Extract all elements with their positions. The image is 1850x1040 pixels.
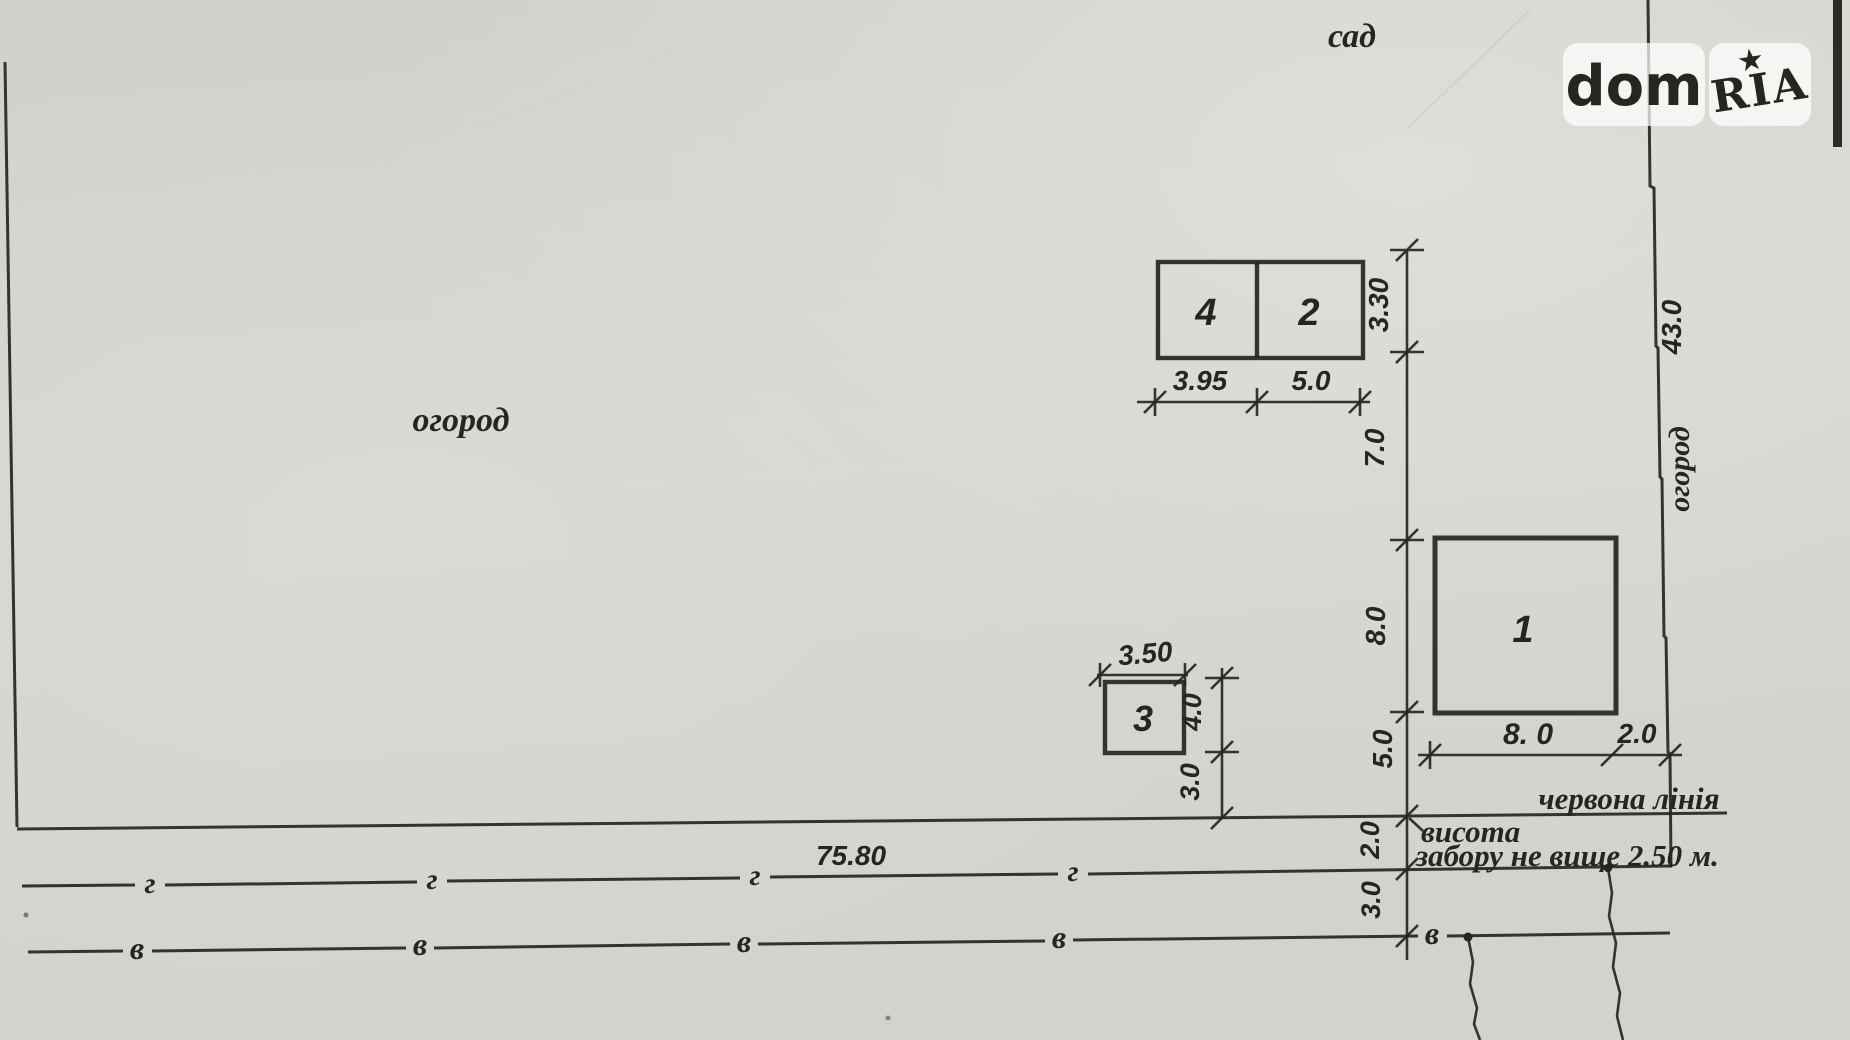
building-3-outline — [1102, 679, 1187, 756]
dim-tick — [1418, 741, 1442, 769]
dim-tick — [1390, 528, 1424, 552]
dim-tick — [1395, 924, 1419, 948]
gas-marker: г — [749, 859, 760, 892]
dom-logo: dom — [1566, 54, 1703, 119]
dim-tick — [1600, 743, 1624, 767]
service-node-dot — [1463, 932, 1473, 942]
dim-tick — [1088, 663, 1112, 687]
fence-note-line-1: висота — [1421, 814, 1520, 849]
dim-b1-to-red-line: 5.0 — [1367, 729, 1398, 768]
building-4-label: 4 — [1194, 292, 1216, 334]
building-3-label: 3 — [1133, 698, 1153, 739]
water-marker: в — [1052, 919, 1066, 955]
paper-speck — [23, 912, 29, 918]
building-1-label: 1 — [1512, 609, 1533, 651]
dim-tick — [1390, 340, 1424, 364]
paper-speck — [885, 1015, 891, 1021]
watermark-dom-box — [1563, 43, 1705, 126]
dim-gas-to-water: 3.0 — [1356, 881, 1386, 919]
gas-line — [21, 864, 1673, 888]
dim-tick — [1205, 740, 1239, 764]
dim-b1-depth: 8.0 — [1360, 606, 1391, 645]
dim-tick — [1390, 700, 1424, 724]
service-branch-line-left — [1466, 936, 1482, 1040]
dim-tick — [1245, 388, 1269, 416]
dim-tick — [1173, 663, 1197, 687]
water-line — [27, 931, 1671, 954]
dim-frontage: 75.80 — [816, 840, 886, 871]
area-label-garden-top: сад — [1328, 18, 1376, 55]
dim-tick — [1390, 238, 1424, 262]
scan-edge-bar — [1833, 0, 1842, 147]
red-line — [16, 811, 1728, 831]
water-marker: в — [413, 926, 427, 962]
left-boundary-line — [3, 61, 19, 828]
dim-tick — [1210, 806, 1234, 830]
building-1-outline — [1432, 535, 1619, 716]
dim-tick — [1348, 388, 1372, 416]
watermark: dom RIA ★ — [1563, 41, 1812, 126]
dimension-ticks — [1088, 238, 1682, 948]
fence-note-leader — [1408, 817, 1424, 832]
fence-note-line-2: забору не вище 2.50 м. — [1415, 838, 1719, 873]
dim-b1-width: 8. 0 — [1503, 718, 1553, 751]
dim-b3-width: 3.50 — [1117, 636, 1174, 672]
service-branch-line-right — [1606, 867, 1625, 1040]
dim-b4-width: 3.95 — [1173, 365, 1228, 396]
building-2-label: 2 — [1297, 292, 1319, 334]
dim-b3-depth: 4.0 — [1177, 693, 1207, 732]
dim-tick — [1205, 666, 1239, 690]
dim-b42-height: 3.30 — [1363, 277, 1394, 332]
building-4-2-outline — [1155, 259, 1366, 361]
right-boundary-length-label: 43.0 — [1656, 299, 1687, 355]
gas-marker: г — [1067, 855, 1078, 888]
ria-star-icon: ★ — [1734, 41, 1766, 80]
dim-b3-to-red-line: 3.0 — [1175, 763, 1205, 801]
dim-b2-width: 5.0 — [1292, 365, 1331, 396]
dim-tick — [1658, 743, 1682, 767]
paper-crease — [469, 41, 701, 131]
gas-marker: г — [144, 867, 155, 900]
dim-b42-to-b1: 7.0 — [1359, 428, 1390, 467]
water-marker: в — [130, 930, 144, 966]
water-marker: в — [737, 923, 751, 959]
dim-red-to-gas: 2.0 — [1355, 821, 1385, 860]
water-marker: в — [1425, 915, 1439, 951]
dim-b1-to-boundary: 2.0 — [1617, 718, 1657, 749]
watermark-ria-box — [1709, 43, 1811, 126]
dim-tick — [1395, 804, 1419, 828]
dim-tick — [1143, 388, 1167, 416]
area-label-garden-left: огород — [413, 402, 510, 439]
right-boundary-line — [1646, 0, 1673, 868]
red-line-label: червона лінія — [1538, 781, 1719, 816]
gas-marker: г — [426, 863, 437, 896]
paper-crease — [1407, 9, 1531, 129]
dim-tick — [1395, 857, 1419, 881]
service-node-dot — [1603, 863, 1613, 873]
area-label-garden-right: огород — [1663, 426, 1696, 512]
